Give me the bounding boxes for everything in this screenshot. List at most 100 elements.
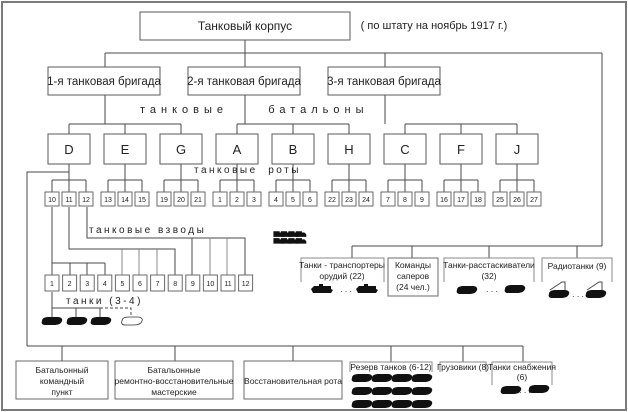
corps-box [139,11,351,41]
platoon-number: 6 [138,281,142,288]
company-number: 7 [386,197,390,204]
platoon-6: 6 [132,274,148,292]
platoon-number: 3 [85,281,89,288]
company-4: 4 [268,180,284,207]
brigade-2: 2-я танковая бригада [187,66,301,96]
company-24: 24 [358,180,374,207]
company-20: 20 [173,180,189,207]
gun-carrier-unit: Танки - транспортеры орудий (22) . . . [299,257,385,294]
svg-text:пункт: пункт [51,387,72,397]
company-number: 19 [160,197,168,204]
svg-text:Грузовики (8): Грузовики (8) [437,362,489,372]
radio-tank-unit: Радиотанки (9) . . . [541,257,613,299]
platoon-number: 4 [103,281,107,288]
platoon-3: 3 [79,274,95,292]
svg-text:саперов: саперов [397,271,430,281]
brigade-label: 2-я танковая бригада [187,76,301,88]
svg-text:Батальонные: Батальонные [148,365,201,375]
svg-text:командный: командный [40,376,85,386]
svg-text:Танки снабжения: Танки снабжения [488,362,556,372]
tank-icon [456,286,478,294]
company-number: 16 [440,197,448,204]
trucks-unit: Грузовики (8) [273,231,489,372]
tank-icon [41,317,63,325]
company-number: 18 [474,197,482,204]
tank-icon [66,317,88,325]
tank-icon [371,400,393,408]
tank-icon [90,317,112,325]
supply-tanks: Танки снабжения (6) . . . [488,361,556,395]
company-10: 10 [44,180,60,207]
battalion-H: H [327,124,371,181]
company-number: 8 [403,197,407,204]
optional-connector [100,307,132,318]
company-11: 11 [61,180,77,207]
company-15: 15 [134,180,150,207]
company-number: 13 [104,197,112,204]
company-number: 12 [82,197,90,204]
svg-text:орудий (22): орудий (22) [319,271,364,281]
company-number: 4 [274,197,278,204]
tank-icon [391,387,413,395]
platoon-8: 8 [167,274,183,292]
battalion-label: F [457,142,465,157]
brigade-1: 1-я танковая бригада [47,66,161,96]
ellipsis: . . . [340,284,352,294]
company-number: 26 [513,197,521,204]
company-number: 27 [530,197,538,204]
battalion-label: D [64,142,73,157]
company-number: 2 [235,197,239,204]
company-number: 3 [252,197,256,204]
svg-text:Танки-расстаскиватели: Танки-расстаскиватели [443,260,535,270]
company-number: 23 [345,197,353,204]
battalion-A: A [215,124,259,181]
battalion-label: B [289,142,298,157]
company-2: 2 [229,180,245,207]
company-1: 1 [212,180,228,207]
svg-text:(24 чел.): (24 чел.) [396,282,430,292]
company-number: 22 [328,197,336,204]
tank-icon [371,387,393,395]
tank-icon [411,400,433,408]
connector [86,207,246,275]
svg-text:Резерв танков (6-12): Резерв танков (6-12) [350,362,431,372]
platoon-number: 12 [242,281,250,288]
svg-text:Команды: Команды [395,260,431,270]
company-25: 25 [492,180,508,207]
company-16: 16 [436,180,452,207]
svg-text:Радиотанки (9): Радиотанки (9) [548,261,607,271]
platoon-number: 8 [173,281,177,288]
company-number: 24 [362,197,370,204]
platoon-7: 7 [150,274,166,292]
platoon-number: 9 [191,281,195,288]
platoon-9: 9 [185,274,201,292]
tank-icon [351,374,373,382]
tank-icon [411,387,433,395]
battalion-C: C [383,124,427,181]
battalion-label: H [344,142,353,157]
recovery-company: Восстановительная рота [243,360,343,400]
platoon-4: 4 [97,274,113,292]
company-number: 6 [308,197,312,204]
company-9: 9 [414,180,430,207]
battalion-J: J [495,124,539,181]
tank-reserve: Резерв танков (6-12) [349,361,433,408]
platoon-10: 10 [202,274,218,292]
platoon-1: 1 [44,274,60,292]
company-13: 13 [100,180,116,207]
battalion-label: J [514,142,521,157]
battalion-label: E [121,142,130,157]
company-number: 25 [496,197,504,204]
tank-icon [411,374,433,382]
svg-text:(6): (6) [517,372,528,382]
battalions-label: танковые батальоны [140,104,369,116]
battalion-label: G [176,142,186,157]
svg-text:мастерские: мастерские [151,387,197,397]
company-number: 17 [457,197,465,204]
brigade-3: 3-я танковая бригада [327,66,441,96]
company-8: 8 [397,180,413,207]
platoon-11: 11 [220,274,236,292]
platoon-number: 1 [50,281,54,288]
battalion-command-post: Батальонный командный пункт [15,360,109,400]
